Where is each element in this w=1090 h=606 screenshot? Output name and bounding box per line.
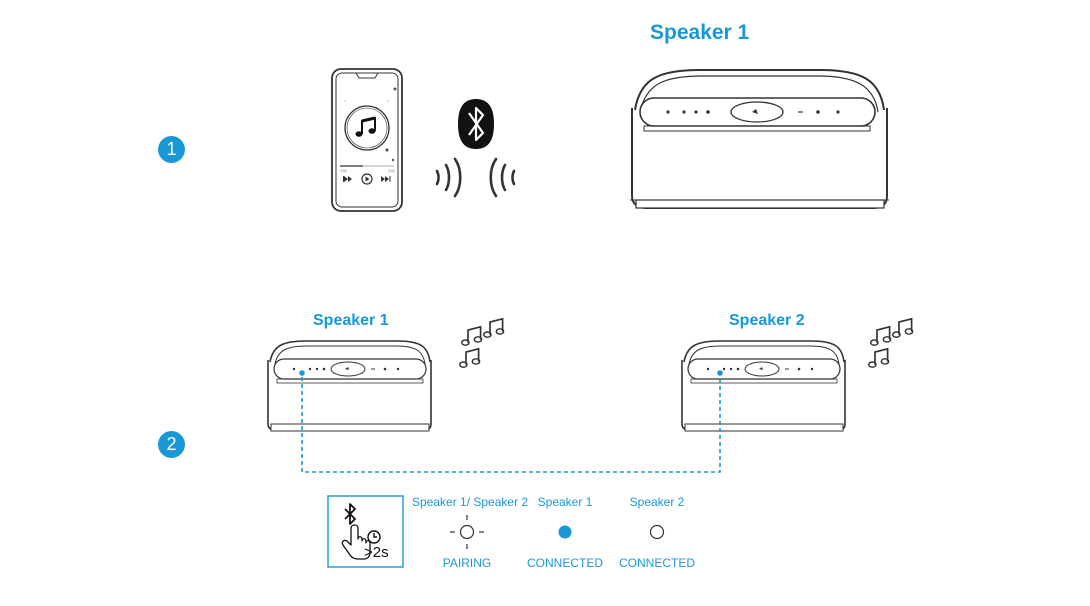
- bluetooth-icon: [344, 503, 356, 525]
- led-indicator: [299, 370, 305, 376]
- svg-text:>: >: [387, 98, 390, 103]
- speaker-icon: [681, 340, 846, 432]
- legend-header-speaker2: Speaker 2: [629, 495, 685, 509]
- music-note-icon: [355, 116, 376, 137]
- led-blinking-icon: [450, 515, 484, 549]
- music-note-icon: [867, 318, 914, 369]
- svg-text:<: <: [344, 98, 347, 103]
- signal-waves-icon: [435, 157, 516, 198]
- led-off-icon: [649, 524, 665, 540]
- press-duration: >2s: [364, 544, 389, 561]
- music-note-icon: [458, 318, 505, 369]
- legend-header-pairing: Speaker 1/ Speaker 2: [412, 495, 529, 509]
- state-connected-2: CONNECTED: [618, 556, 695, 570]
- connection-line: [301, 377, 721, 473]
- phone-icon: < > 0:55 3:00: [331, 68, 403, 212]
- speaker-icon: [629, 69, 890, 209]
- legend-box: [327, 495, 404, 568]
- speaker-icon: [267, 340, 432, 432]
- state-connected-1: CONNECTED: [526, 556, 603, 570]
- svg-text:0:55: 0:55: [340, 169, 347, 173]
- step-number-2: 2: [158, 431, 185, 458]
- led-solid-icon: [558, 525, 572, 539]
- speaker1-title: Speaker 1: [313, 312, 389, 329]
- state-pairing: PAIRING: [442, 556, 492, 570]
- hand-press-icon: [341, 524, 371, 560]
- speaker2-title: Speaker 2: [729, 312, 805, 329]
- bluetooth-icon: [458, 99, 494, 149]
- svg-text:3:00: 3:00: [388, 169, 395, 173]
- led-indicator: [717, 370, 723, 376]
- step-number-1: 1: [158, 136, 185, 163]
- clock-icon: [367, 530, 381, 544]
- speaker1-title-large: Speaker 1: [650, 21, 750, 44]
- legend-header-speaker1: Speaker 1: [537, 495, 593, 509]
